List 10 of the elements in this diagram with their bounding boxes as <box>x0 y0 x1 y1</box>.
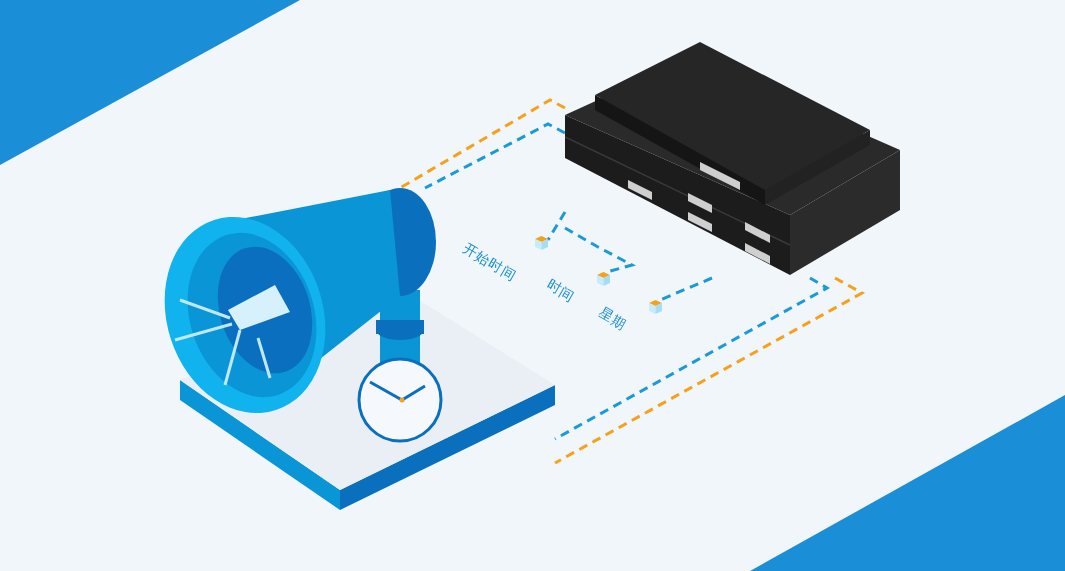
time-field-label: 开始时间 <box>459 240 520 286</box>
time-field-label: 时间 <box>543 276 578 307</box>
time-field-label: 星期 <box>595 304 630 335</box>
dashed-connector <box>564 226 637 274</box>
dashed-connector <box>399 98 566 190</box>
dashed-connector <box>554 276 866 465</box>
dashed-connector <box>659 276 713 302</box>
dashed-connector <box>554 276 831 441</box>
dashed-connector <box>424 122 566 190</box>
dashed-connector <box>546 211 567 241</box>
